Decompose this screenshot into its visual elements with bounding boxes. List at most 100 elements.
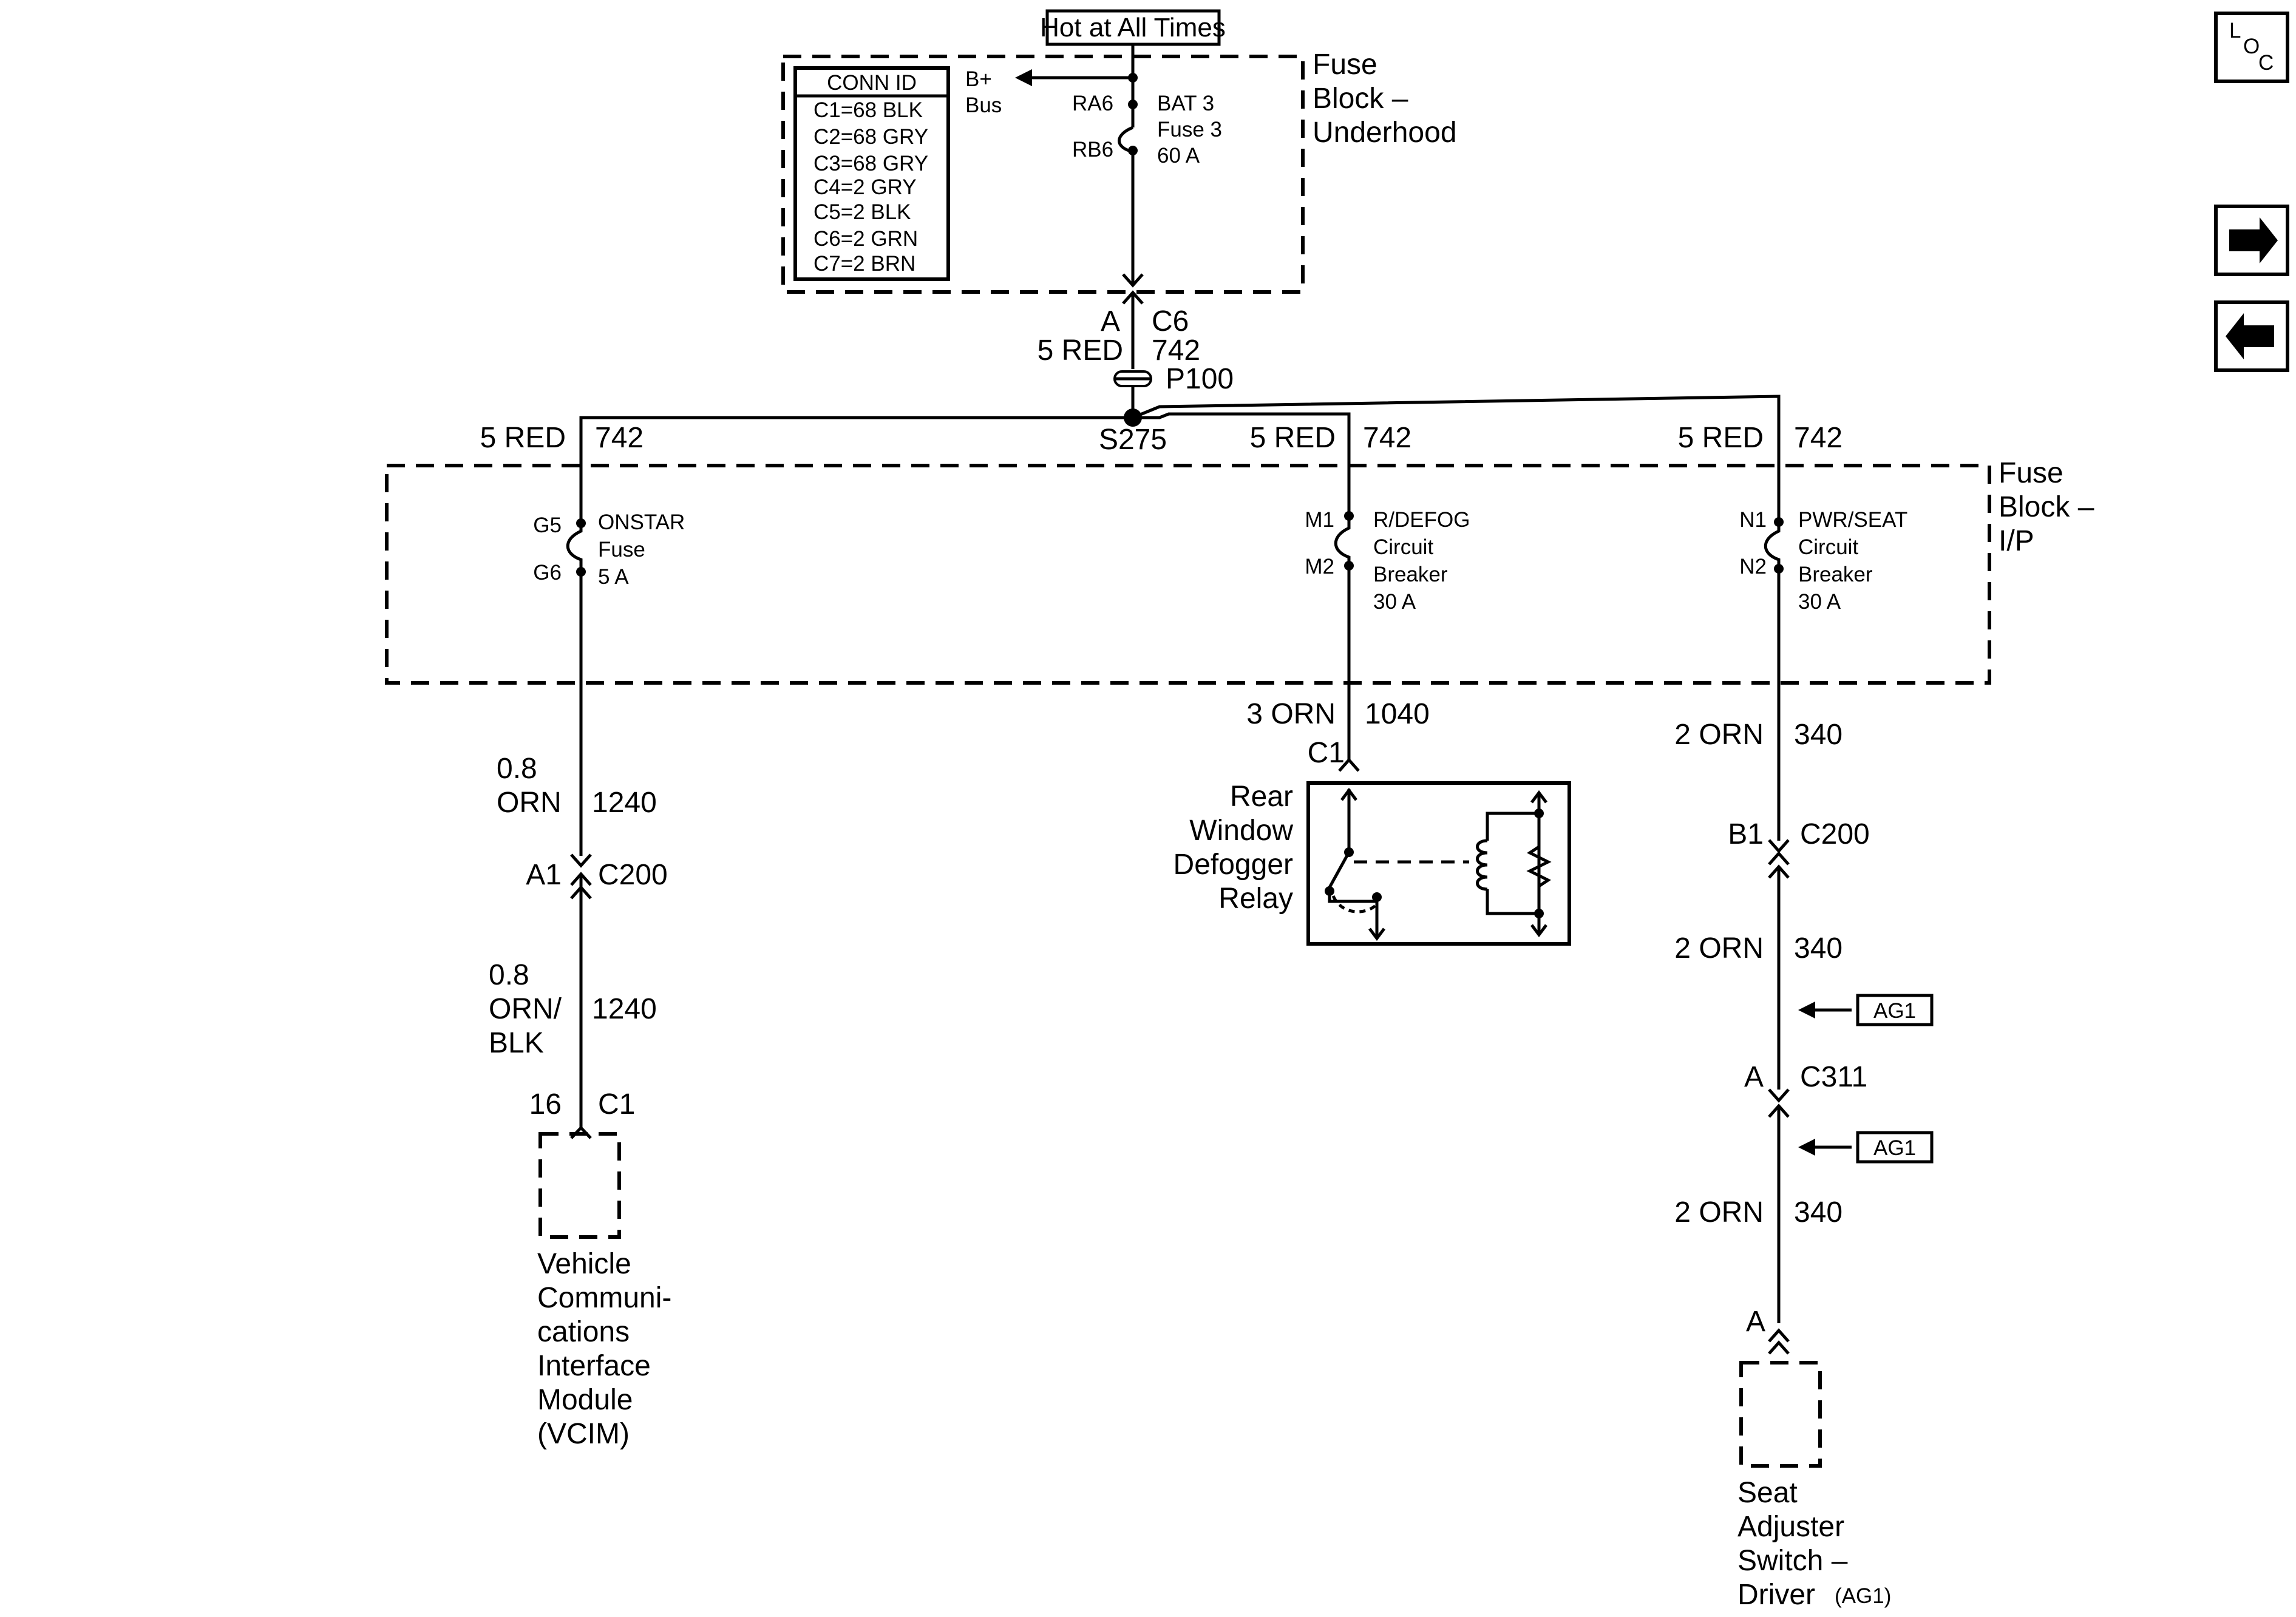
seat-name-ref: (AG1) [1835, 1584, 1891, 1608]
arrow-right-icon [2229, 217, 2278, 263]
underhood-title-line-2: Block – [1313, 83, 1408, 115]
seat-conn2-pin: A [1744, 1061, 1764, 1093]
conn-id-table: CONN ID C1=68 BLK C2=68 GRY C3=68 GRY C4… [793, 66, 950, 281]
fuse-pin-g6: G6 [533, 561, 562, 585]
seat-breaker-label-4: 30 A [1798, 590, 1841, 614]
vcim-wire2-line-2: ORN/ [489, 993, 562, 1025]
fuse-pin-rb6: RB6 [1072, 138, 1113, 161]
seat-circuit2: 340 [1794, 932, 1843, 964]
onstar-fuse-label-1: ONSTAR [598, 510, 685, 534]
underhood-title-line-1: Fuse [1313, 49, 1377, 81]
loc-button[interactable]: L O C [2214, 12, 2289, 83]
seat-circuit: 2 ORN 340 B1 C200 2 ORN 340 AG1 A C311 A… [1674, 719, 1934, 1611]
bus-arrow-icon [1015, 69, 1032, 86]
branch-1-wire: 5 RED [480, 422, 566, 454]
ip-title-line-2: Block – [1999, 491, 2094, 523]
fuse-3-label-line-1: BAT 3 [1157, 92, 1214, 115]
next-page-button[interactable] [2214, 205, 2289, 276]
defog-breaker-label-3: Breaker [1373, 563, 1448, 586]
defog-wire: 3 ORN [1246, 698, 1336, 730]
hot-at-all-times-text: Hot at All Times [1040, 13, 1226, 42]
breaker-pin-n2: N2 [1739, 555, 1767, 578]
branch-wires: 5 RED 742 5 RED 742 5 RED 742 [480, 395, 1843, 516]
defog-breaker-label-1: R/DEFOG [1373, 508, 1470, 532]
defog-conn: C1 [1308, 737, 1345, 769]
fuse-pin-g5: G5 [533, 514, 562, 537]
defog-circuit: 3 ORN 1040 C1 Rear Window Defogger Relay [1173, 698, 1571, 946]
vcim-name-2: Communi- [537, 1282, 671, 1314]
vcim-conn: C200 [598, 859, 668, 891]
fuse-pin-ra6: RA6 [1072, 92, 1113, 115]
vcim-name-5: Module [537, 1384, 633, 1416]
seat-wire3: 2 ORN [1674, 1196, 1764, 1229]
main-feed: A C6 5 RED 742 P100 S275 [1038, 273, 1234, 456]
underhood-fuse-block: Fuse Block – Underhood CONN ID C1=68 BLK… [781, 49, 1457, 294]
vcim-circuit2: 1240 [592, 993, 657, 1025]
onstar-fuse-label-2: Fuse [598, 538, 645, 561]
defog-relay-box [1306, 781, 1571, 946]
bus-label-line-1: B+ [965, 67, 992, 91]
seat-breaker-label-1: PWR/SEAT [1798, 508, 1907, 532]
p100-label: P100 [1166, 363, 1234, 395]
branch-3-wire: 5 RED [1678, 422, 1764, 454]
seat-conn1: C200 [1800, 818, 1870, 850]
prev-page-button[interactable] [2214, 300, 2289, 372]
conn-id-title: CONN ID [827, 71, 917, 95]
seat-ref1-label: AG1 [1873, 999, 1916, 1023]
vcim-conn-pin: A1 [526, 859, 562, 891]
vcim-module-box [538, 1132, 621, 1239]
main-feed-circuit: 742 [1152, 334, 1200, 367]
seat-circuit3: 340 [1794, 1196, 1843, 1229]
conn-id-row: C4=2 GRY [813, 175, 917, 199]
seat-conn1-pin: B1 [1728, 818, 1764, 850]
seat-name-4: Driver [1737, 1579, 1815, 1611]
relay-switch-icon [1325, 787, 1469, 941]
loc-letter-c: C [2258, 51, 2274, 75]
defog-breaker-label-2: Circuit [1373, 535, 1433, 559]
ip-title-line-3: I/P [1999, 525, 2034, 557]
vcim-name-4: Interface [537, 1350, 651, 1382]
fuse-3-label-line-3: 60 A [1157, 144, 1200, 168]
vcim-wire2-line-1: 0.8 [489, 959, 529, 991]
seat-name-2: Adjuster [1737, 1511, 1844, 1543]
hot-at-all-times-label: Hot at All Times [1040, 9, 1226, 46]
seat-name-1: Seat [1737, 1477, 1798, 1509]
seat-circuit1: 340 [1794, 719, 1843, 751]
seat-switch-box [1739, 1361, 1822, 1468]
seat-wire2: 2 ORN [1674, 932, 1764, 964]
vcim-name-6: (VCIM) [537, 1418, 630, 1450]
loc-letter-l: L [2229, 19, 2241, 42]
defog-relay-name-4: Relay [1218, 883, 1293, 915]
vcim-end-pin: 16 [529, 1088, 562, 1120]
conn-id-row: C2=68 GRY [813, 125, 928, 149]
vcim-wire2-line-3: BLK [489, 1027, 544, 1059]
onstar-fuse-label-3: 5 A [598, 565, 629, 589]
vcim-name-3: cations [537, 1316, 630, 1348]
fuse-3-label-line-2: Fuse 3 [1157, 118, 1222, 141]
ref-arrow-icon [1798, 1139, 1815, 1156]
defog-breaker-label-4: 30 A [1373, 590, 1416, 614]
defog-circuit-number: 1040 [1365, 698, 1430, 730]
s275-label: S275 [1099, 424, 1167, 456]
underhood-title-line-3: Underhood [1313, 117, 1457, 149]
conn-id-row: C6=2 GRN [813, 227, 918, 251]
conn-id-row: C5=2 BLK [813, 200, 911, 224]
branch-2-circuit: 742 [1363, 422, 1411, 454]
conn-id-row: C1=68 BLK [813, 98, 923, 122]
arrow-left-icon [2226, 313, 2274, 359]
seat-end-pin: A [1746, 1306, 1765, 1338]
c6-pin-label: A [1101, 305, 1120, 337]
branch-1-circuit: 742 [595, 422, 644, 454]
bus-label-line-2: Bus [965, 93, 1002, 117]
seat-ref2-label: AG1 [1873, 1136, 1916, 1160]
seat-breaker-label-3: Breaker [1798, 563, 1873, 586]
main-feed-wire: 5 RED [1038, 334, 1123, 367]
defog-relay-name-1: Rear [1230, 781, 1293, 813]
branch-2-wire: 5 RED [1250, 422, 1336, 454]
conn-id-row: C3=68 GRY [813, 152, 928, 175]
fuse-3-icon [1118, 126, 1133, 154]
seat-conn2: C311 [1800, 1061, 1867, 1093]
vcim-wire1-line-1: 0.8 [497, 753, 537, 785]
ip-title-line-1: Fuse [1999, 457, 2063, 489]
